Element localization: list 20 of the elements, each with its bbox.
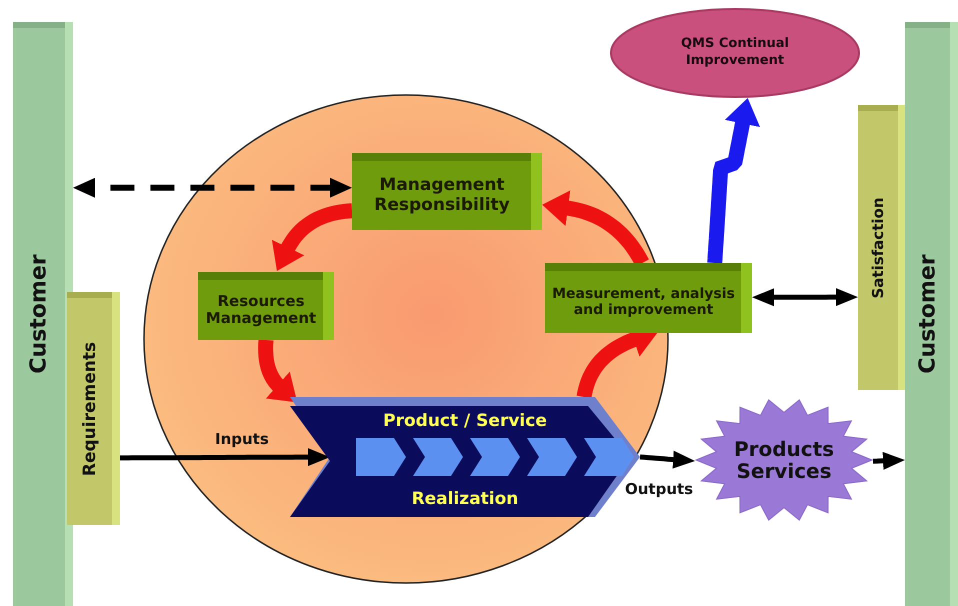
- edge-label: Inputs: [215, 430, 269, 448]
- process-box: [545, 263, 752, 333]
- customer-bar: [13, 22, 73, 606]
- node-label: Product / Service: [382, 411, 548, 431]
- node-label: Realization: [410, 489, 520, 509]
- node-label: Customer: [26, 254, 52, 374]
- process-box: [198, 272, 334, 340]
- vertical-bar: [858, 105, 906, 390]
- node-label: Management Responsibility: [373, 176, 511, 216]
- node-label: Requirements: [80, 341, 100, 476]
- node-label: Resources Management: [204, 292, 318, 328]
- node-label: Products Services: [734, 438, 834, 482]
- edge-label: Outputs: [625, 480, 694, 498]
- node-label: Measurement, analysis and improvement: [551, 286, 736, 318]
- process-box: [352, 153, 542, 230]
- node-label: Satisfaction: [869, 197, 887, 298]
- node-label: QMS Continual Improvement: [680, 36, 790, 70]
- vertical-bar: [67, 292, 120, 525]
- customer-bar: [905, 22, 958, 606]
- node-label: Customer: [915, 254, 940, 374]
